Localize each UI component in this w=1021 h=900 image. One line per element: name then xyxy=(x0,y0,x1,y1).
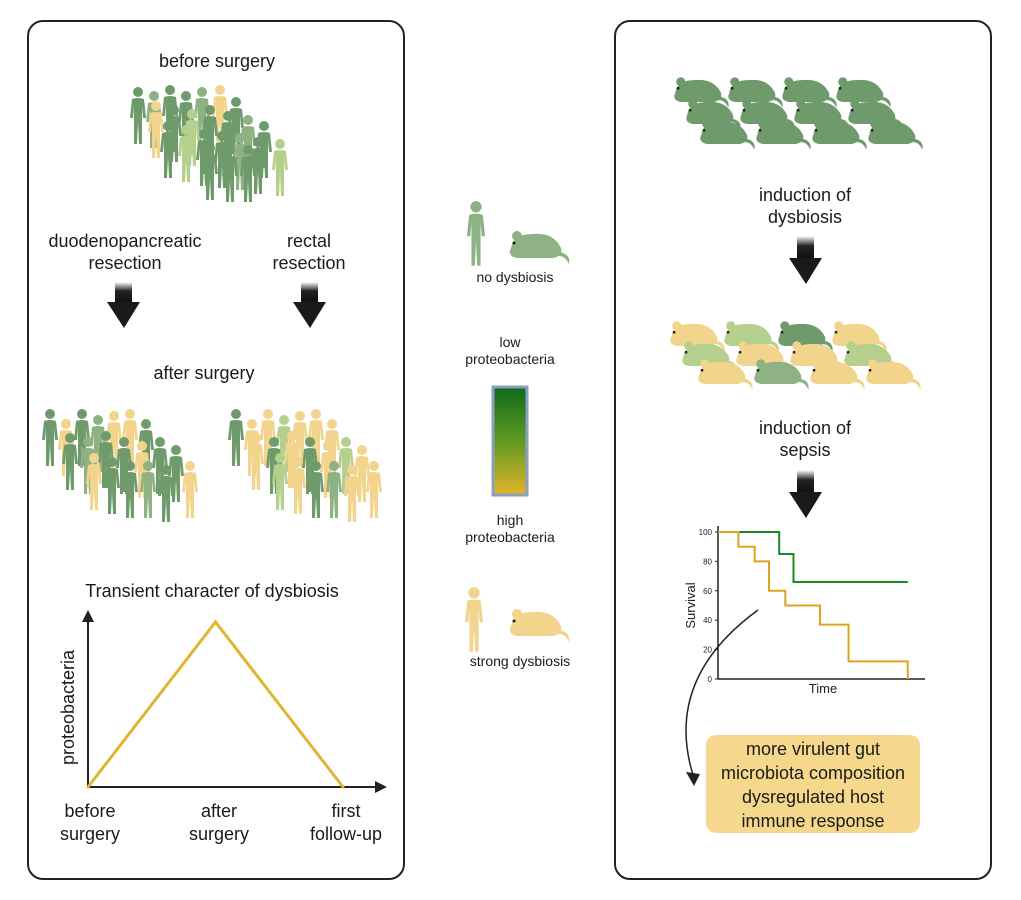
strong-dysbiosis-label: strong dysbiosis xyxy=(469,653,571,669)
callout-line1: more virulent gut xyxy=(745,739,881,759)
callout-line4: immune response xyxy=(741,811,885,831)
down-arrow-sepsis xyxy=(789,470,822,518)
callout-line2: microbiota composition xyxy=(720,763,906,783)
callout-line3: dysregulated host xyxy=(741,787,885,807)
down-arrow-dysbiosis xyxy=(789,236,822,284)
induction-dysbiosis-line1: induction of xyxy=(758,185,852,205)
no-dysbiosis-label: no dysbiosis xyxy=(476,269,554,285)
survival-series-0 xyxy=(718,531,908,583)
rectal-label-line1: rectal xyxy=(286,231,331,251)
y-tick-label-100: 100 xyxy=(699,528,713,537)
survival-y-axis-label: Survival xyxy=(683,582,698,628)
x-tick-label-1-0: after xyxy=(201,801,237,821)
x-tick-label-0-0: before xyxy=(64,801,115,821)
duodeno-label-line1: duodenopancreatic xyxy=(48,231,202,251)
transient-chart-title: Transient character of dysbiosis xyxy=(85,581,339,601)
proteobacteria-gradient-bar xyxy=(491,385,529,497)
y-tick-label-0: 0 xyxy=(708,675,713,684)
x-tick-label-2-1: follow-up xyxy=(310,824,382,844)
survival-series-1 xyxy=(718,531,909,679)
curved-arrow xyxy=(685,609,759,779)
y-axis-arrowhead xyxy=(82,610,94,622)
x-tick-label-2-0: first xyxy=(332,801,361,821)
data-point-2 xyxy=(341,785,345,789)
before-surgery-label: before surgery xyxy=(158,51,276,71)
x-tick-label-0-1: surgery xyxy=(60,824,120,844)
outcome-callout: more virulent gut microbiota composition… xyxy=(706,735,920,833)
y-tick-label-80: 80 xyxy=(703,557,712,566)
low-proteobacteria-line1: low xyxy=(499,334,521,350)
curved-arrow-head xyxy=(686,772,700,786)
data-point-1 xyxy=(214,620,217,624)
y-tick-label-40: 40 xyxy=(703,616,712,625)
y-axis-label: proteobacteria xyxy=(58,649,78,765)
high-proteobacteria-line2: proteobacteria xyxy=(465,529,555,545)
x-tick-label-1-1: surgery xyxy=(189,824,249,844)
rectal-label-line2: resection xyxy=(272,253,346,273)
low-proteobacteria-line2: proteobacteria xyxy=(465,351,555,367)
y-tick-label-20: 20 xyxy=(703,646,712,655)
induction-sepsis-line2: sepsis xyxy=(779,440,831,460)
induction-dysbiosis-line2: dysbiosis xyxy=(767,207,843,227)
y-tick-label-60: 60 xyxy=(703,587,712,596)
high-proteobacteria-line1: high xyxy=(496,512,524,528)
survival-x-axis-label: Time xyxy=(809,681,837,696)
duodeno-label-line2: resection xyxy=(88,253,162,273)
x-axis-arrowhead xyxy=(375,781,387,793)
down-arrow-rectal xyxy=(293,282,326,328)
data-point-0 xyxy=(86,785,90,789)
down-arrow-duodeno xyxy=(107,282,140,328)
after-surgery-label: after surgery xyxy=(153,363,255,383)
induction-sepsis-line1: induction of xyxy=(758,418,852,438)
